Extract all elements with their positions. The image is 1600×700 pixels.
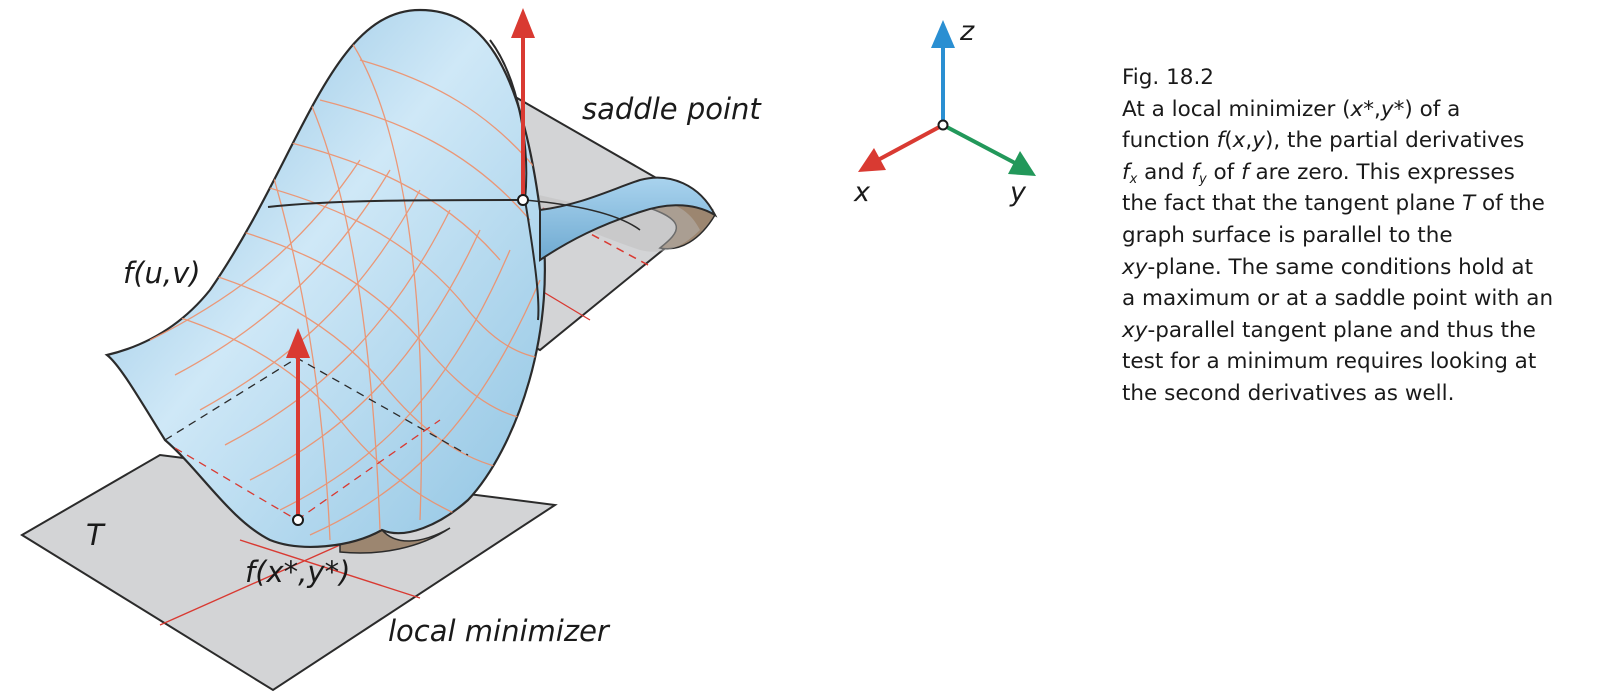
- caption-line-3: fx and fy of f are zero. This expresses: [1122, 159, 1515, 187]
- caption-line-2: function f(x,y), the partial derivatives: [1122, 128, 1525, 154]
- axis-y-label: y: [1009, 177, 1027, 208]
- caption-line-1: At a local minimizer (x*,y*) of a: [1122, 96, 1461, 122]
- caption-line-9: test for a minimum requires looking at: [1122, 349, 1537, 375]
- axis-x-label: x: [853, 177, 871, 208]
- caption-line-10: the second derivatives as well.: [1122, 380, 1455, 406]
- caption-fig-number: Fig. 18.2: [1122, 65, 1214, 90]
- axis-z-label: z: [959, 16, 975, 47]
- caption-line-5: graph surface is parallel to the: [1122, 222, 1453, 248]
- caption-line-6: xy-plane. The same conditions hold at: [1122, 254, 1534, 280]
- min-value-label: f(x*,y*): [245, 555, 350, 589]
- plane-label: T: [86, 518, 106, 552]
- minimizer-dot: [292, 514, 304, 526]
- caption-line-8: xy-parallel tangent plane and thus the: [1122, 317, 1536, 343]
- coordinate-axes: z x y: [853, 16, 1036, 208]
- minimum-normal-arrow: [286, 328, 310, 520]
- graph-surface: [104, 8, 718, 548]
- saddle-point-label: saddle point: [582, 92, 762, 126]
- saddle-point-dot: [517, 194, 529, 206]
- saddle-normal-arrow: [511, 8, 535, 200]
- figure-caption: Fig. 18.2 At a local minimizer (x*,y*) o…: [1122, 62, 1592, 410]
- caption-line-4: the fact that the tangent plane T of the: [1122, 191, 1545, 217]
- caption-line-7: a maximum or at a saddle point with an: [1122, 286, 1554, 312]
- surface-label: f(u,v): [123, 256, 201, 290]
- local-minimizer-label: local minimizer: [388, 614, 611, 648]
